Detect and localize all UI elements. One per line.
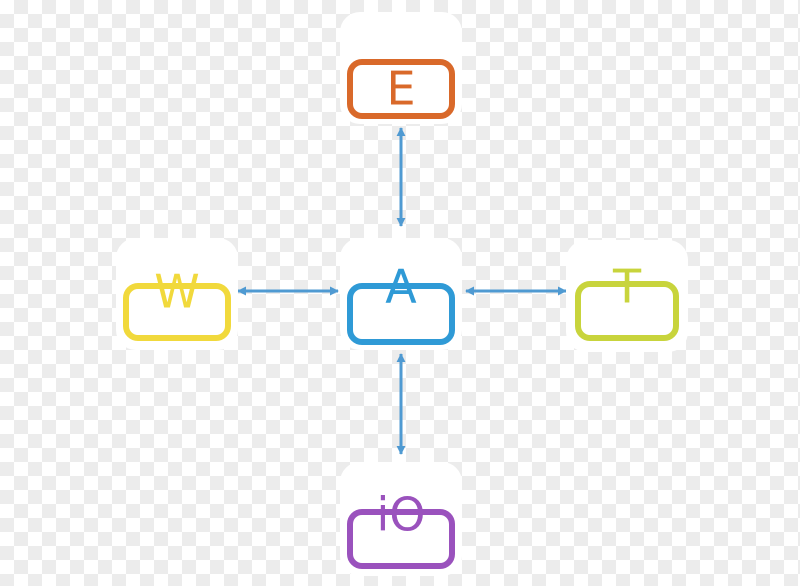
- key-right-backplate: [566, 240, 688, 352]
- key-center: A: [340, 238, 462, 350]
- key-top-backplate: [340, 12, 462, 124]
- key-top: E: [340, 12, 462, 124]
- key-right-label: T: [612, 260, 642, 314]
- key-left-label: W: [154, 265, 199, 319]
- connectors: [237, 127, 567, 455]
- key-center-backplate: [340, 238, 462, 350]
- key-bottom-label: iO: [377, 488, 426, 542]
- key-left: W: [116, 238, 238, 350]
- key-center-label: A: [385, 260, 417, 314]
- key-bottom: iO: [340, 462, 462, 576]
- key-left-frame: [123, 283, 231, 341]
- key-right: T: [566, 240, 688, 352]
- key-bottom-frame: [347, 509, 455, 569]
- key-top-label: E: [386, 62, 415, 116]
- key-center-frame: [347, 283, 455, 345]
- key-top-frame: [347, 59, 455, 119]
- key-left-backplate: [116, 238, 238, 350]
- key-bottom-backplate: [340, 462, 462, 576]
- key-right-frame: [575, 281, 679, 341]
